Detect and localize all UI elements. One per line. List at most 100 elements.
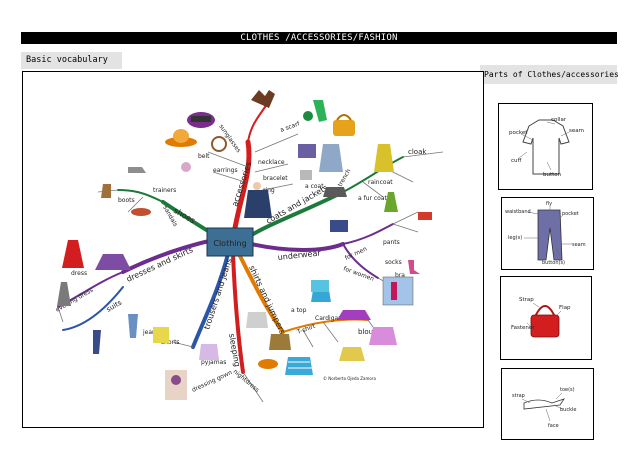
word-cardigan: Cardigan [315, 315, 342, 322]
dressing-gown-photo-icon [165, 370, 187, 400]
branch-line-suits [62, 286, 124, 331]
branch-line-trousers [191, 252, 230, 349]
word-fur-coat: a fur coat [358, 195, 388, 202]
branch-line-forwomen [342, 243, 379, 279]
bag-icon [333, 114, 355, 136]
shirt2-icon [269, 334, 291, 350]
word-nightdress: nightdress [232, 368, 261, 394]
word-cloak: cloak [408, 148, 427, 156]
bag-strap-icon [534, 305, 556, 318]
hat-icon [165, 129, 197, 147]
bag-label-strap: Strap [519, 297, 534, 303]
bag2-icon [330, 220, 348, 232]
word-shorts: shorts [161, 339, 180, 346]
pyjamas-icon [199, 344, 219, 360]
word-coat: a coat [305, 183, 324, 190]
bag-parts-panel: Strap Flap Fastener [500, 276, 592, 360]
underwear-photo-icon [382, 276, 414, 306]
word-scarf: a scarf [279, 120, 301, 134]
branch-line-coats-sub [342, 156, 404, 193]
top-icon [311, 290, 331, 302]
word-bracelet: bracelet [263, 175, 288, 182]
slippers-icon [258, 359, 278, 369]
page-title: CLOTHES /ACCESSORIES/FASHION [21, 32, 617, 44]
shirt-label-collar: collar [551, 117, 567, 123]
branch-line-coats [246, 190, 345, 239]
cloak-icon [374, 144, 394, 172]
mindmap-svg: Clothing accessories coats and jackets u… [55, 90, 444, 403]
word-top: a top [291, 307, 307, 314]
branch-line-underwear [249, 242, 345, 252]
shoes-icon [131, 208, 151, 216]
word-earrings: earrings [213, 167, 238, 174]
trainers-icon [128, 167, 146, 173]
center-box [206, 227, 254, 257]
evening-dress-icon [57, 282, 71, 306]
belt-icon [211, 136, 227, 152]
purple-dress-icon [95, 254, 131, 270]
gloves-icon [251, 90, 275, 108]
glasses-icon [311, 280, 329, 292]
trousers-label-fly: fly [546, 201, 552, 207]
trousers-label-pocket: pocket [562, 211, 579, 217]
trousers-label-legs: leg(s) [508, 235, 522, 241]
word-dress: dress [71, 270, 87, 277]
word-sunglasses: sunglasses [217, 123, 242, 154]
word-socks: socks [385, 259, 402, 266]
trousers-label-waistband: waistband [505, 209, 531, 215]
shirt-parts-panel: pocket collar seam cuff button [498, 103, 593, 190]
shoe-label-buckle: buckle [560, 407, 576, 413]
word-for-women: for women [342, 265, 375, 283]
word-raincoat: raincoat [368, 179, 393, 186]
bag-label-fastener: Fastener [511, 325, 535, 331]
word-necklace: necklace [258, 159, 285, 166]
mindmap-panel: Clothing accessories coats and jackets u… [22, 71, 484, 428]
coat-icon [319, 144, 343, 172]
word-suits: suits [105, 298, 124, 313]
bag-label-flap: Flap [559, 305, 571, 311]
trousers-diagram-icon [537, 209, 563, 261]
earrings-icon [181, 162, 191, 172]
trousers-label-seam: seam [572, 242, 586, 248]
shirt-label-seam: seam [569, 128, 584, 134]
dress-icon [62, 240, 84, 268]
trousers-label-buttons: button(s) [542, 260, 565, 266]
parts-label: Parts of Clothes/accessories [480, 65, 619, 84]
branch-line-sleeping [231, 252, 245, 374]
boots-icon [101, 184, 111, 198]
tshirt-icon [339, 347, 365, 361]
word-belt: belt [198, 153, 210, 160]
word-pants: pants [383, 239, 400, 246]
word-jeans: jeans [142, 329, 159, 336]
word-trainers: trainers [153, 187, 176, 194]
shoe-diagram-icon [523, 398, 565, 410]
branch-trousers: trousers and jeans [202, 257, 233, 330]
word-ring: ring [263, 187, 275, 194]
center-label: Clothing [213, 239, 246, 248]
shirt-label-pocket: pocket [509, 130, 528, 136]
sunglasses-icon [187, 112, 215, 128]
bag-diagram-icon [530, 314, 560, 338]
basic-vocabulary-label: Basic vocabulary [21, 52, 122, 69]
shoe-label-face: face [548, 423, 559, 429]
shorts-icon [153, 327, 169, 343]
bracelet-icon [300, 170, 312, 180]
illustrations [57, 90, 432, 400]
socks-icon [408, 260, 420, 274]
word-blouse: blouse [358, 328, 381, 336]
shirt-label-cuff: cuff [511, 158, 522, 164]
branch-line-dresses [121, 238, 215, 274]
shoe-parts-panel: strap toe(s) buckle face [501, 368, 594, 440]
raincoat-icon [384, 192, 398, 212]
shoe-label-toes: toe(s) [560, 387, 575, 393]
word-credit: © Norberto Ojeda Zamora [323, 376, 376, 381]
blouse-icon [337, 310, 371, 320]
word-bra: bra [395, 272, 405, 279]
scarf-icon [303, 100, 327, 122]
shirt-label-button: button [543, 172, 562, 178]
branch-line-shirts [236, 250, 285, 334]
branch-line-formen [342, 223, 394, 245]
branch-line-shoes-sub [117, 189, 164, 203]
shirt-icon [246, 312, 268, 328]
word-for-men: for men [344, 245, 368, 261]
